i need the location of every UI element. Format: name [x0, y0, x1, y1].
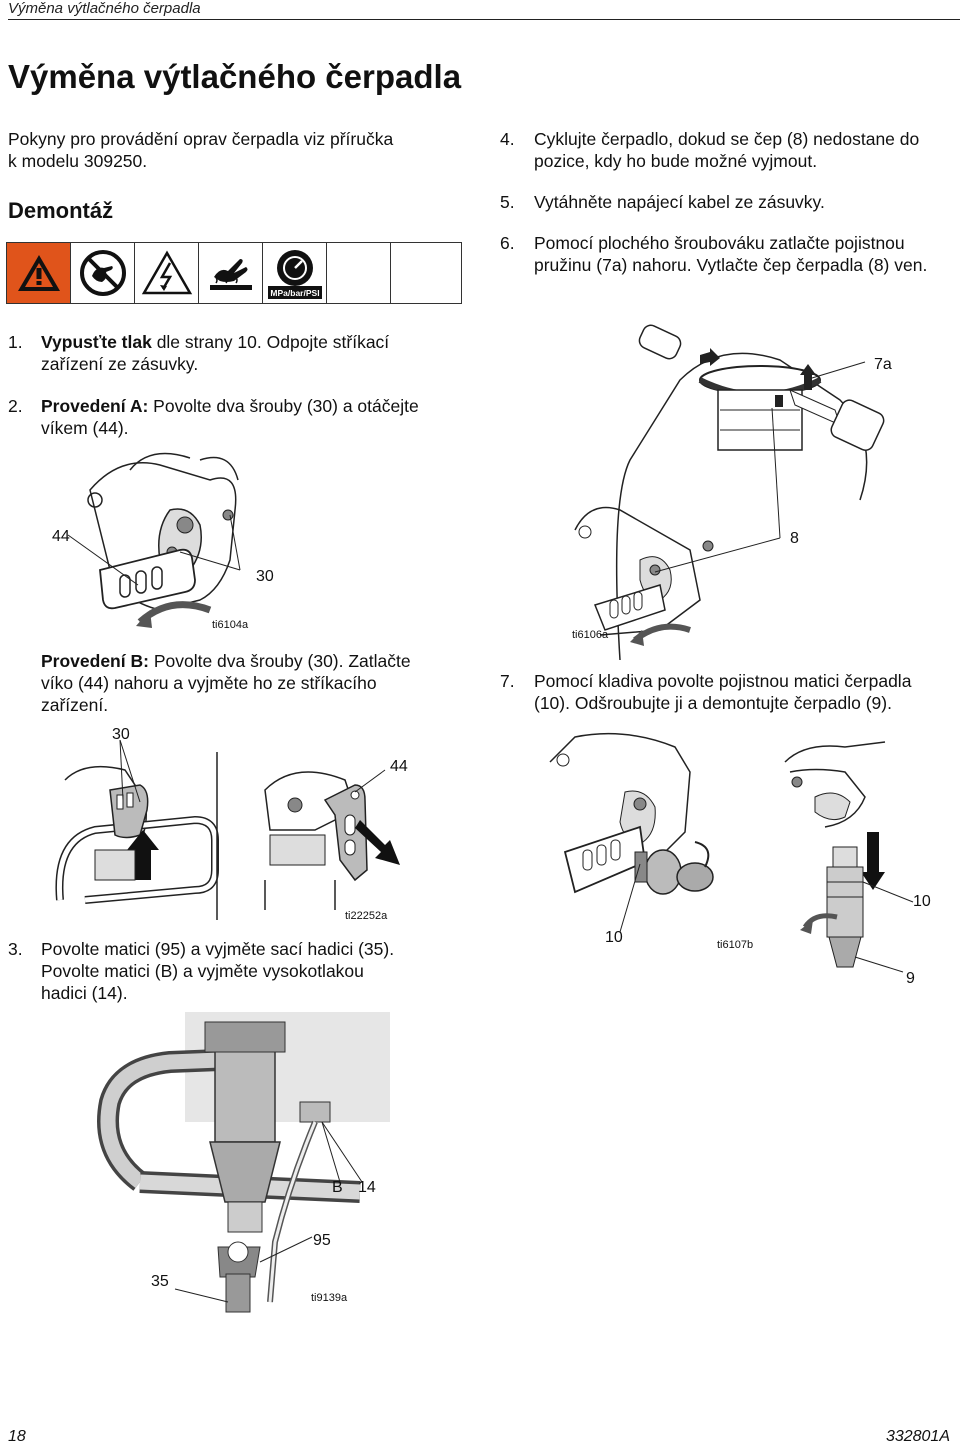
step-1-text: dle strany 10. Odpojte stříkací — [151, 332, 390, 352]
section-heading: Demontáž — [8, 198, 114, 223]
fig-b-label-44: 44 — [390, 758, 408, 775]
step-5-number: 5. — [500, 192, 515, 212]
figure-b-illustration — [55, 739, 400, 920]
fig-3-label-35: 35 — [151, 1273, 169, 1290]
fig-3-label-B: B — [332, 1179, 343, 1196]
document-id: 332801A — [885, 1428, 950, 1445]
step-5-line-1: Vytáhněte napájecí kabel ze zásuvky. — [534, 192, 825, 212]
step-6-line-1: Pomocí plochého šroubováku zatlačte poji… — [534, 233, 905, 253]
fig-b-caption: ti22252a — [345, 910, 388, 922]
step-2b-text: Povolte dva šrouby (30). Zatlačte — [148, 651, 411, 671]
step-6-line-2: pružinu (7a) nahoru. Vytlačte čep čerpad… — [534, 255, 928, 275]
header-rule — [8, 19, 960, 20]
figure-7-illustration — [549, 732, 914, 973]
page-number: 18 — [8, 1428, 26, 1445]
fig-3-label-14: 14 — [358, 1179, 376, 1196]
fig-b-label-30: 30 — [112, 726, 130, 743]
step-3-number: 3. — [8, 939, 23, 959]
step-2b-bold: Provedení B: — [41, 651, 149, 671]
warning-empty-cell — [327, 243, 391, 303]
step-7: 7. Pomocí kladiva povolte pojistnou mati… — [500, 670, 960, 714]
warning-triangle-icon — [7, 243, 71, 303]
figure-a-illustration — [67, 452, 241, 628]
no-hand-icon — [71, 243, 135, 303]
step-2b-line-2: víko (44) nahoru a vyjměte ho ze stříkac… — [41, 673, 377, 693]
intro-line-1: Pokyny pro provádění oprav čerpadla viz … — [8, 129, 394, 149]
intro-paragraph: Pokyny pro provádění oprav čerpadla viz … — [8, 128, 448, 172]
step-3-line-1: Povolte matici (95) a vyjměte sací hadic… — [41, 939, 395, 959]
hot-surface-icon — [199, 243, 263, 303]
step-3-line-2: Povolte matici (B) a vyjměte vysokotlako… — [41, 961, 364, 981]
fig-3-caption: ti9139a — [311, 1292, 348, 1304]
step-4-line-1: Cyklujte čerpadlo, dokud se čep (8) nedo… — [534, 129, 920, 149]
step-7-number: 7. — [500, 671, 515, 691]
step-1-number: 1. — [8, 332, 23, 352]
step-6: 6. Pomocí plochého šroubováku zatlačte p… — [500, 232, 960, 276]
fig-6-label-8: 8 — [790, 530, 799, 547]
step-1-line-2: zařízení ze zásuvky. — [41, 354, 199, 374]
figure-3-illustration — [97, 1012, 390, 1313]
fig-6-label-7a: 7a — [874, 356, 892, 373]
figure-6-illustration — [574, 324, 885, 661]
step-2: 2. Provedení A: Povolte dva šrouby (30) … — [8, 395, 468, 439]
pressure-badge-text: MPa/bar/PSI — [270, 288, 319, 298]
step-3-line-3: hadici (14). — [41, 983, 128, 1003]
step-1: 1. Vypusťte tlak dle strany 10. Odpojte … — [8, 331, 458, 375]
step-7-line-1: Pomocí kladiva povolte pojistnou matici … — [534, 671, 912, 691]
step-4-number: 4. — [500, 129, 515, 149]
step-2-number: 2. — [8, 396, 23, 416]
warning-empty-cell — [391, 243, 449, 303]
step-1-bold: Vypusťte tlak — [41, 332, 152, 352]
fig-7-caption: ti6107b — [717, 939, 754, 951]
step-2b-line-3: zařízení. — [41, 695, 109, 715]
fig-a-label-30: 30 — [256, 568, 274, 585]
step-4-line-2: pozice, kdy ho bude možné vyjmout. — [534, 151, 818, 171]
step-3: 3. Povolte matici (95) a vyjměte sací ha… — [8, 938, 458, 1004]
fig-6-caption: ti6106a — [572, 629, 609, 641]
step-6-number: 6. — [500, 233, 515, 253]
running-header: Výměna výtlačného čerpadla — [8, 0, 201, 17]
fig-7-label-9: 9 — [906, 970, 915, 987]
pressure-gauge-icon: MPa/bar/PSI — [263, 243, 327, 303]
fig-7-label-10-left: 10 — [605, 929, 623, 946]
step-4: 4. Cyklujte čerpadlo, dokud se čep (8) n… — [500, 128, 955, 172]
warning-symbols: MPa/bar/PSI — [6, 242, 462, 304]
fig-a-caption: ti6104a — [212, 619, 249, 631]
step-5: 5. Vytáhněte napájecí kabel ze zásuvky. — [500, 191, 955, 213]
step-2-line-2: víkem (44). — [41, 418, 129, 438]
intro-line-2: k modelu 309250. — [8, 151, 148, 171]
electric-shock-icon — [135, 243, 199, 303]
fig-7-label-10-right: 10 — [913, 893, 931, 910]
step-7-line-2: (10). Odšroubujte ji a demontujte čerpad… — [534, 693, 892, 713]
step-2-variant-b: Provedení B: Povolte dva šrouby (30). Za… — [41, 650, 471, 716]
step-2-bold: Provedení A: — [41, 396, 149, 416]
step-2-text: Povolte dva šrouby (30) a otáčejte — [148, 396, 419, 416]
fig-a-label-44: 44 — [52, 528, 70, 545]
fig-3-label-95: 95 — [313, 1232, 331, 1249]
page-title: Výměna výtlačného čerpadla — [8, 58, 462, 95]
